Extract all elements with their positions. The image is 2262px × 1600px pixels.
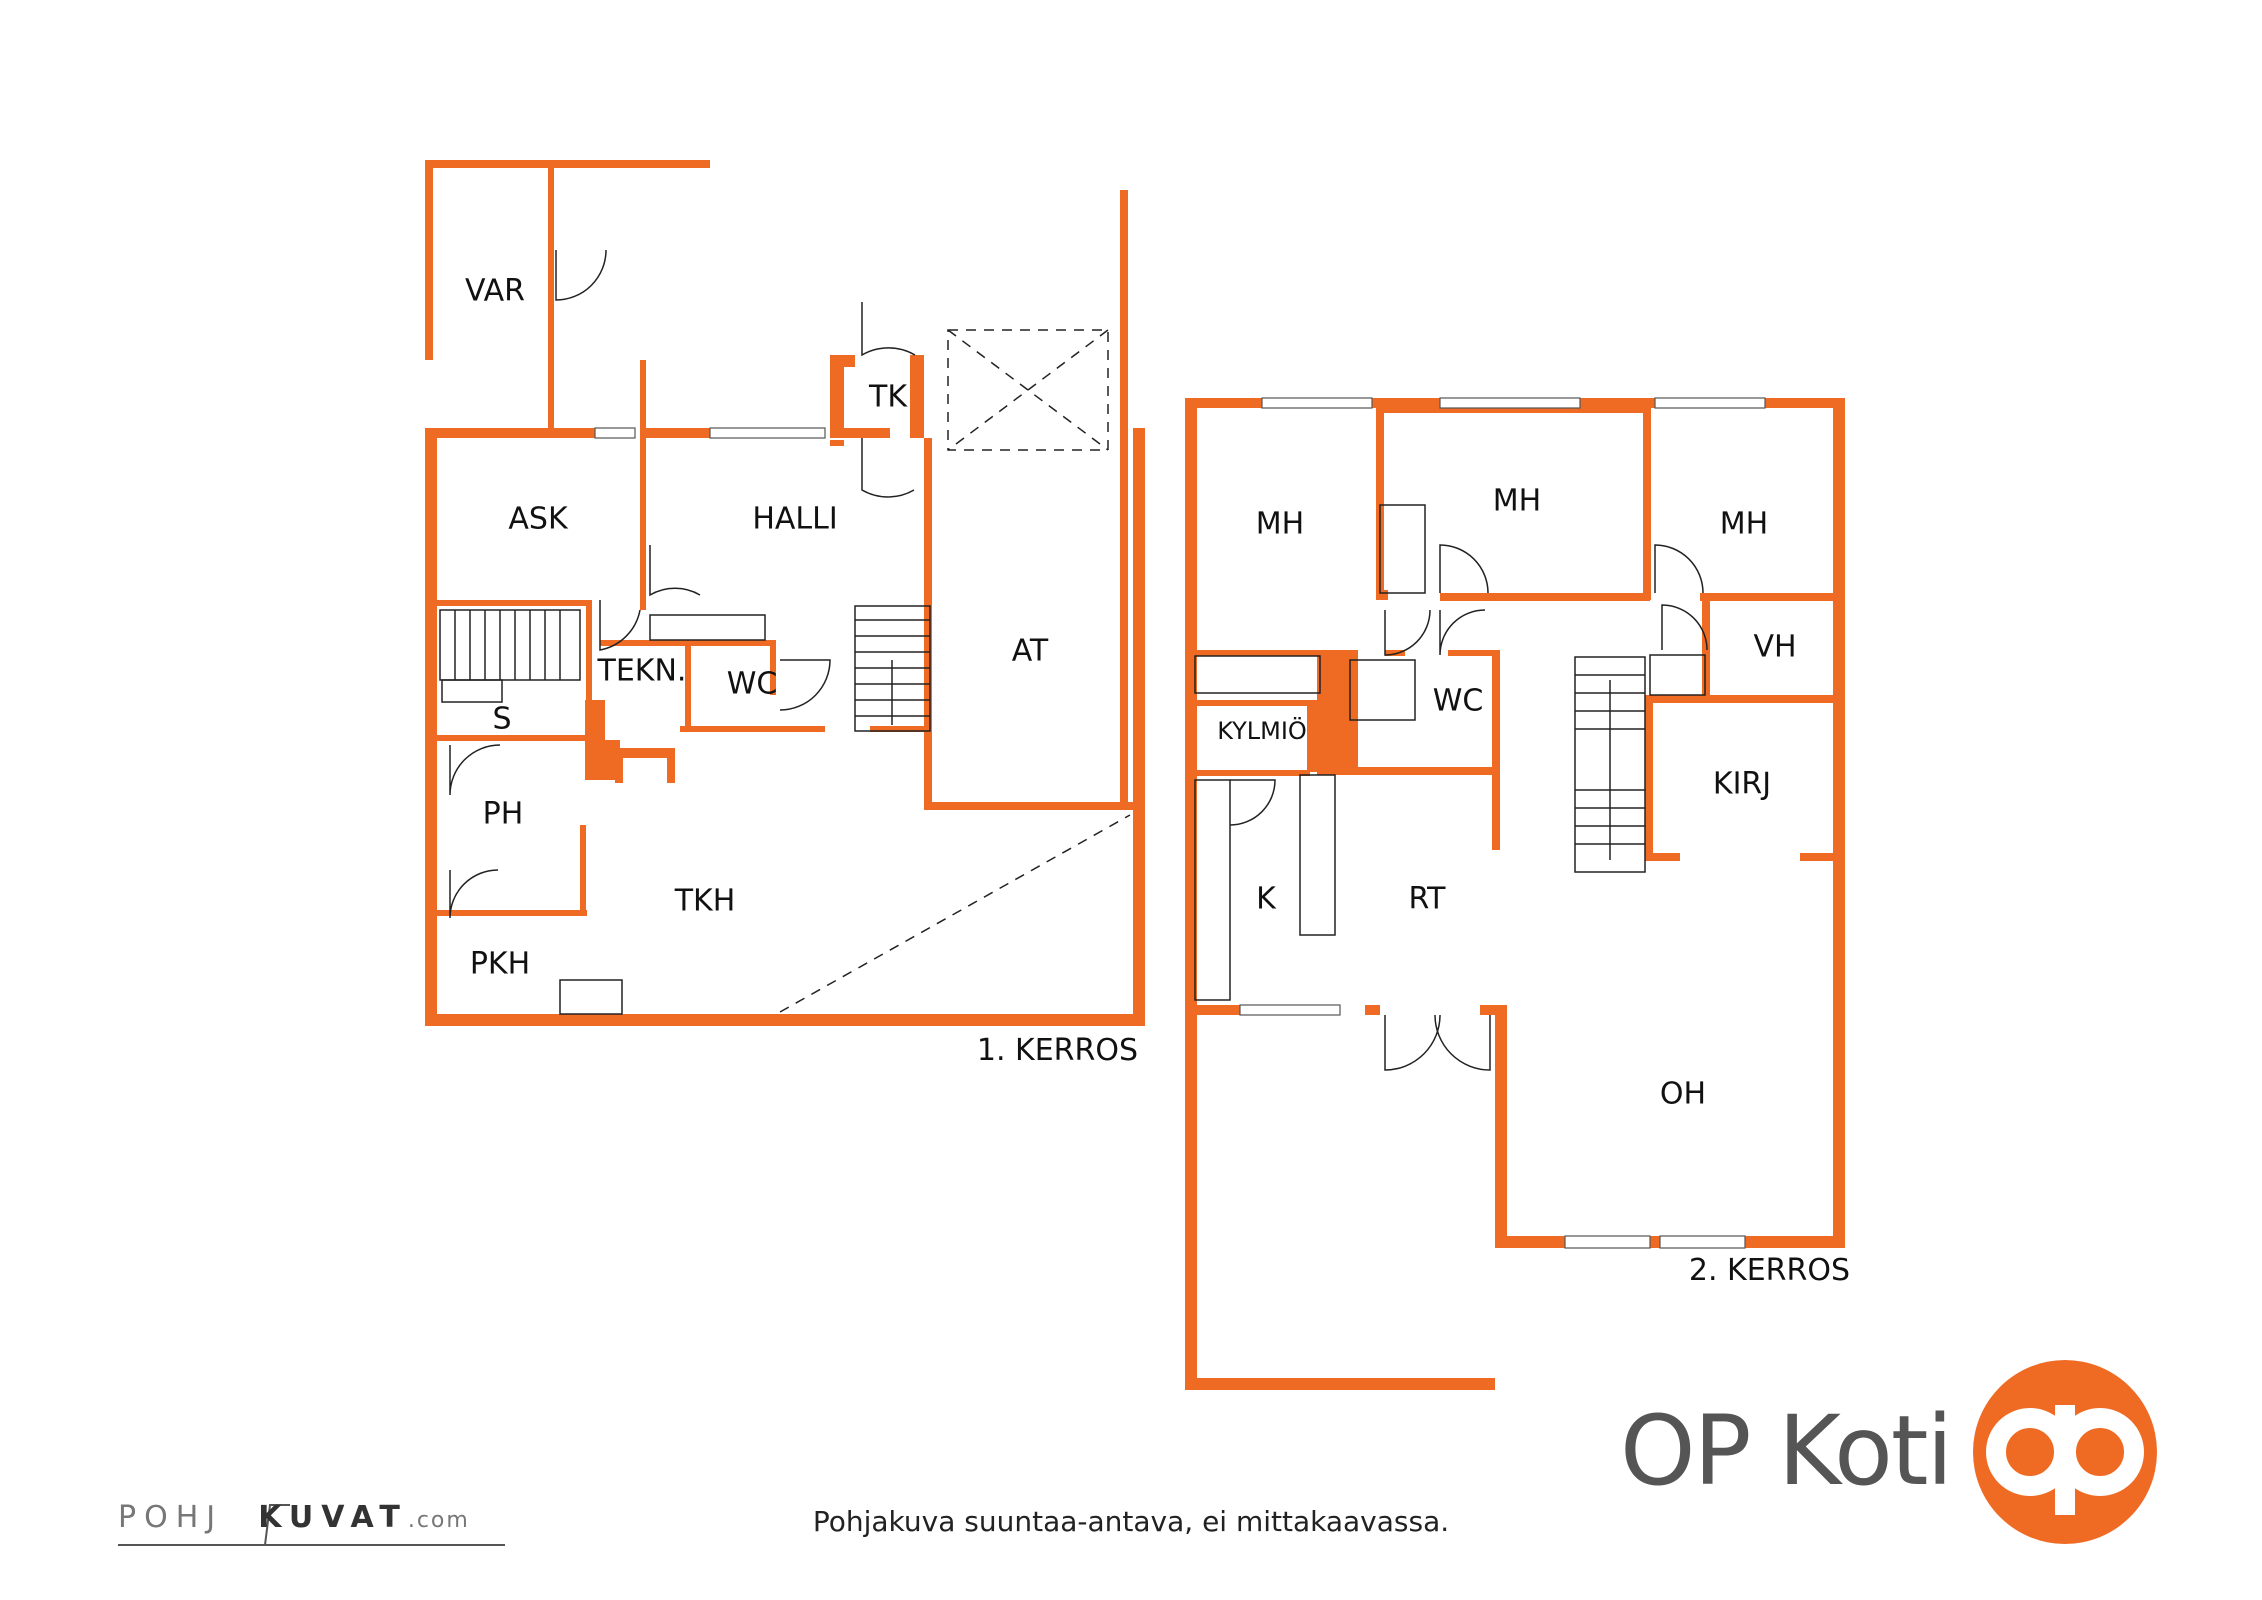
room-label: TKH	[674, 884, 736, 919]
floor-1-labels: VAR TK ASK HALLI AT TEKN. WC S PH TKH PK…	[465, 274, 1138, 1069]
room-label: MH	[1720, 507, 1768, 542]
credit-part2: KUVAT	[258, 1500, 408, 1535]
room-label: PH	[483, 797, 524, 832]
room-label: ASK	[508, 502, 569, 537]
floor-2-labels: MH MH MH VH WC KYLMIÖ KIRJ K RT OH 2. KE…	[1217, 484, 1850, 1289]
room-label: K	[1256, 882, 1277, 917]
room-label: MH	[1493, 484, 1541, 519]
floor-1-details	[439, 249, 1131, 1015]
floor-2-label: 2. KERROS	[1689, 1253, 1850, 1288]
room-label: WC	[1433, 684, 1484, 719]
room-label: KYLMIÖ	[1217, 716, 1307, 745]
room-label: RT	[1409, 882, 1447, 917]
room-label: MH	[1256, 507, 1304, 542]
credit-logo: POHJ KUVAT.com	[118, 1500, 470, 1535]
room-label: KIRJ	[1713, 767, 1771, 802]
floor-1-label: 1. KERROS	[977, 1033, 1138, 1068]
room-label: TEKN.	[597, 654, 687, 689]
room-label: VAR	[465, 274, 525, 309]
credit-suffix: .com	[407, 1508, 470, 1533]
room-label: PKH	[470, 947, 530, 982]
op-logo	[1973, 1360, 2157, 1544]
credit-part1: POHJ	[118, 1500, 224, 1535]
room-label: AT	[1012, 634, 1049, 669]
room-label: TK	[868, 380, 908, 415]
floor-2-walls	[1185, 398, 1845, 1390]
floor-2-details	[1194, 397, 1766, 1249]
brand-name: OP Koti	[1620, 1395, 1953, 1507]
room-label: OH	[1660, 1077, 1706, 1112]
disclaimer-caption: Pohjakuva suuntaa-antava, ei mittakaavas…	[812, 1505, 1450, 1538]
room-label: VH	[1753, 630, 1796, 665]
room-label: S	[492, 702, 511, 737]
room-label: HALLI	[752, 502, 837, 537]
floor-1-walls	[425, 160, 1145, 1026]
room-label: WC	[727, 667, 778, 702]
